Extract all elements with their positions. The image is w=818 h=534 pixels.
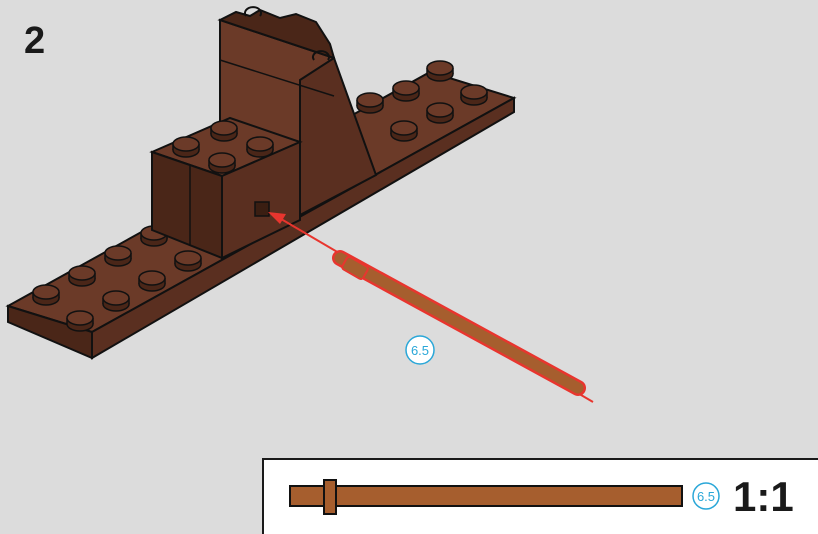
callout-length-label: 6.5 xyxy=(411,343,429,358)
scale-label: 1:1 xyxy=(733,476,794,518)
length-callout: 6.5 xyxy=(406,336,434,364)
parts-length-label: 6.5 xyxy=(697,489,715,504)
bar-piece xyxy=(340,256,578,388)
